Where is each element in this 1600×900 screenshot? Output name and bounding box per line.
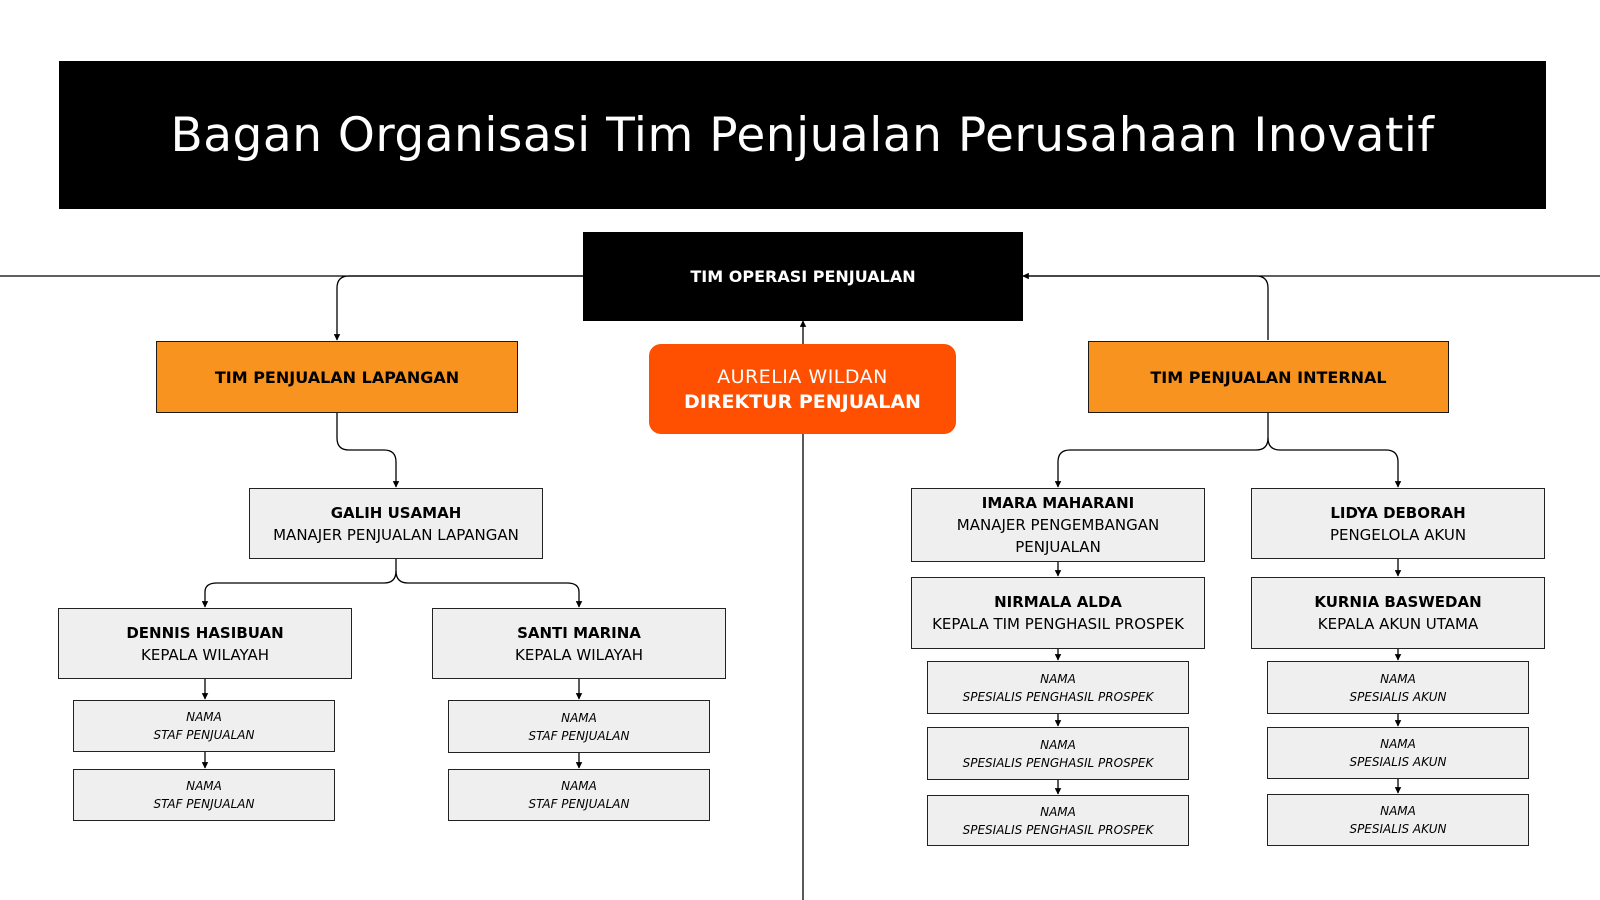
staff-card: NAMA SPESIALIS PENGHASIL PROSPEK	[927, 795, 1189, 846]
staff-role: SPESIALIS PENGHASIL PROSPEK	[962, 822, 1154, 837]
title-banner: Bagan Organisasi Tim Penjualan Perusahaa…	[59, 61, 1546, 209]
staff-card: NAMA STAF PENJUALAN	[73, 769, 335, 821]
person-role: PENGELOLA AKUN	[1329, 525, 1467, 544]
person-role: KEPALA TIM PENGHASIL PROSPEK	[932, 615, 1184, 633]
page-title: Bagan Organisasi Tim Penjualan Perusahaa…	[170, 107, 1435, 163]
staff-name: NAMA	[186, 710, 222, 724]
connector-internal-ops	[1022, 272, 1269, 340]
connector-ops-field	[333, 275, 583, 341]
staff-role: SPESIALIS PENGHASIL PROSPEK	[962, 755, 1154, 770]
staff-name: NAMA	[1380, 671, 1416, 686]
staff-name: NAMA	[561, 710, 597, 725]
person-name: GALIH USAMAH	[330, 503, 462, 522]
ops-team-box: TIM OPERASI PENJUALAN	[583, 232, 1023, 321]
director-role: DIREKTUR PENJUALAN	[684, 390, 921, 413]
staff-card: NAMA SPESIALIS PENGHASIL PROSPEK	[927, 727, 1189, 780]
staff-card: NAMA SPESIALIS AKUN	[1267, 727, 1529, 779]
staff-name: NAMA	[1040, 804, 1076, 819]
regional-head-card-1: DENNIS HASIBUAN KEPALA WILAYAH	[58, 608, 352, 679]
staff-role: STAF PENJUALAN	[153, 728, 255, 742]
director-box: AURELIA WILDAN DIREKTUR PENJUALAN	[649, 344, 956, 434]
staff-name: NAMA	[1380, 737, 1416, 751]
field-manager-card: GALIH USAMAH MANAJER PENJUALAN LAPANGAN	[249, 488, 543, 559]
staff-name: NAMA	[561, 779, 597, 793]
person-name: NIRMALA ALDA	[994, 593, 1122, 611]
person-role: KEPALA WILAYAH	[141, 645, 269, 664]
staff-role: SPESIALIS AKUN	[1349, 689, 1447, 704]
internal-team-box: TIM PENJUALAN INTERNAL	[1088, 341, 1449, 413]
staff-card: NAMA SPESIALIS PENGHASIL PROSPEK	[927, 661, 1189, 714]
staff-name: NAMA	[1380, 804, 1416, 818]
staff-card: NAMA SPESIALIS AKUN	[1267, 794, 1529, 846]
sales-dev-manager-card: IMARA MAHARANI MANAJER PENGEMBANGAN PENJ…	[911, 488, 1205, 562]
field-team-label: TIM PENJUALAN LAPANGAN	[214, 367, 460, 387]
staff-role: STAF PENJUALAN	[528, 797, 630, 811]
lead-gen-lead-card: NIRMALA ALDA KEPALA TIM PENGHASIL PROSPE…	[911, 577, 1205, 649]
staff-card: NAMA STAF PENJUALAN	[448, 769, 710, 821]
person-name: SANTI MARINA	[517, 623, 641, 642]
staff-card: NAMA STAF PENJUALAN	[73, 700, 335, 752]
person-name: DENNIS HASIBUAN	[126, 623, 284, 642]
field-team-box: TIM PENJUALAN LAPANGAN	[156, 341, 518, 413]
key-account-lead-card: KURNIA BASWEDAN KEPALA AKUN UTAMA	[1251, 577, 1545, 649]
director-name: AURELIA WILDAN	[717, 365, 888, 388]
staff-role: STAF PENJUALAN	[528, 728, 630, 743]
person-name: KURNIA BASWEDAN	[1314, 593, 1482, 611]
person-name: IMARA MAHARANI	[981, 494, 1135, 512]
person-role: KEPALA AKUN UTAMA	[1317, 615, 1479, 633]
connector-internal-branches	[1054, 413, 1269, 488]
staff-name: NAMA	[1040, 671, 1076, 686]
staff-role: SPESIALIS PENGHASIL PROSPEK	[962, 689, 1154, 704]
staff-role: SPESIALIS AKUN	[1349, 755, 1447, 769]
ops-team-label: TIM OPERASI PENJUALAN	[690, 267, 916, 286]
internal-team-label: TIM PENJUALAN INTERNAL	[1150, 367, 1387, 387]
person-role: MANAJER PENGEMBANGAN PENJUALAN	[956, 516, 1160, 556]
person-role: KEPALA WILAYAH	[515, 645, 643, 664]
staff-name: NAMA	[186, 779, 222, 793]
person-name: LIDYA DEBORAH	[1330, 503, 1466, 522]
connector-manager-heads	[201, 559, 397, 608]
regional-head-card-2: SANTI MARINA KEPALA WILAYAH	[432, 608, 726, 679]
staff-role: STAF PENJUALAN	[153, 797, 255, 811]
person-role: MANAJER PENJUALAN LAPANGAN	[273, 525, 519, 544]
staff-name: NAMA	[1040, 737, 1076, 752]
account-manager-card: LIDYA DEBORAH PENGELOLA AKUN	[1251, 488, 1545, 559]
staff-role: SPESIALIS AKUN	[1349, 822, 1447, 836]
staff-card: NAMA STAF PENJUALAN	[448, 700, 710, 753]
staff-card: NAMA SPESIALIS AKUN	[1267, 661, 1529, 714]
connector-field-manager	[336, 413, 400, 488]
